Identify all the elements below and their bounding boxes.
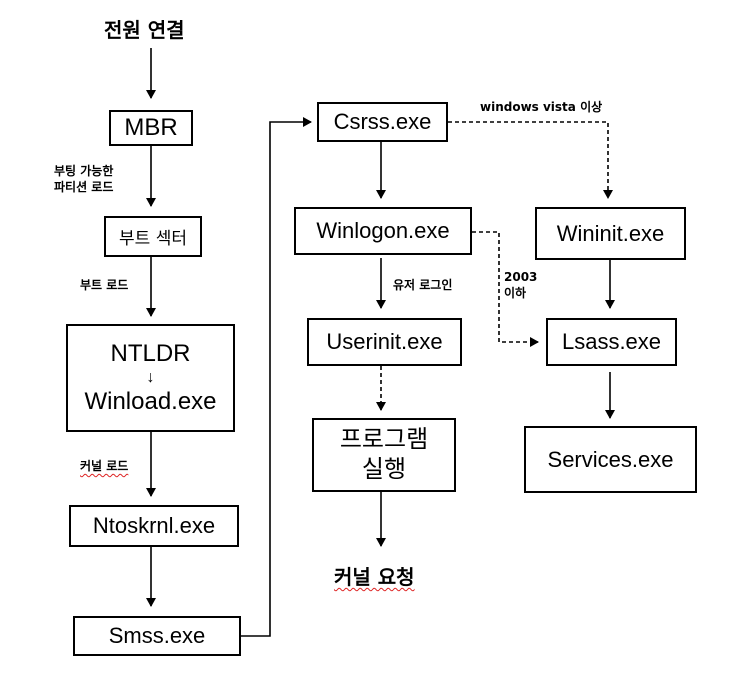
userinit-box: Userinit.exe xyxy=(307,318,462,366)
mbr-box: MBR xyxy=(109,110,193,146)
lsass-box: Lsass.exe xyxy=(546,318,677,366)
wininit-box: Wininit.exe xyxy=(535,207,686,260)
lsass-label: Lsass.exe xyxy=(561,329,662,354)
kernel-request-label: 커널 요청 xyxy=(334,561,415,590)
boot-sector-label: 부트 섹터 xyxy=(119,229,187,249)
winlogon-label: Winlogon.exe xyxy=(316,218,450,243)
user-login-label: 유저 로그인 xyxy=(393,278,453,292)
vista-or-later-label: windows vista 이상 xyxy=(480,100,603,114)
boot-sector-box: 부트 섹터 xyxy=(104,216,202,257)
program-run-line2: 실행 xyxy=(361,456,407,483)
xp2003-line2: 이하 xyxy=(504,286,527,300)
arrow-winlogon-to-lsass xyxy=(472,231,539,347)
wininit-label: Wininit.exe xyxy=(556,220,665,246)
xp2003-label: 2003 이하 xyxy=(504,269,537,301)
program-run-box: 프로그램 실행 xyxy=(312,418,456,492)
xp2003-line1: 2003 xyxy=(504,270,538,284)
ntldr-label: NTLDR xyxy=(110,340,191,367)
power-on-label: 전원 연결 xyxy=(104,18,185,42)
program-run-line1: 프로그램 xyxy=(339,426,429,453)
bootable-partition-line2: 파티션 로드 xyxy=(54,180,114,194)
ntoskrnl-box: Ntoskrnl.exe xyxy=(69,505,239,547)
userinit-label: Userinit.exe xyxy=(326,329,443,354)
smss-box: Smss.exe xyxy=(73,616,241,656)
services-label: Services.exe xyxy=(547,446,674,472)
kernel-request-text: 커널 요청 xyxy=(334,565,415,589)
kernel-load-label: 커널 로드 xyxy=(80,458,128,474)
kernel-load-text: 커널 로드 xyxy=(80,459,129,473)
ntoskrnl-label: Ntoskrnl.exe xyxy=(92,513,216,538)
ntldr-box: NTLDR ↓ Winload.exe xyxy=(66,324,235,432)
mbr-label: MBR xyxy=(124,114,178,141)
arrow-smss-to-csrss xyxy=(241,117,312,637)
boot-load-label: 부트 로드 xyxy=(80,278,129,292)
arrow-csrss-to-wininit xyxy=(448,121,613,199)
winlogon-box: Winlogon.exe xyxy=(294,207,472,255)
ntldr-down-arrow: ↓ xyxy=(146,369,155,386)
services-box: Services.exe xyxy=(524,426,697,493)
winload-label: Winload.exe xyxy=(84,388,217,415)
bootable-partition-label: 부팅 가능한 파티션 로드 xyxy=(54,163,113,195)
smss-label: Smss.exe xyxy=(108,623,206,648)
bootable-partition-line1: 부팅 가능한 xyxy=(54,164,114,178)
csrss-box: Csrss.exe xyxy=(317,102,448,142)
csrss-label: Csrss.exe xyxy=(333,109,432,134)
